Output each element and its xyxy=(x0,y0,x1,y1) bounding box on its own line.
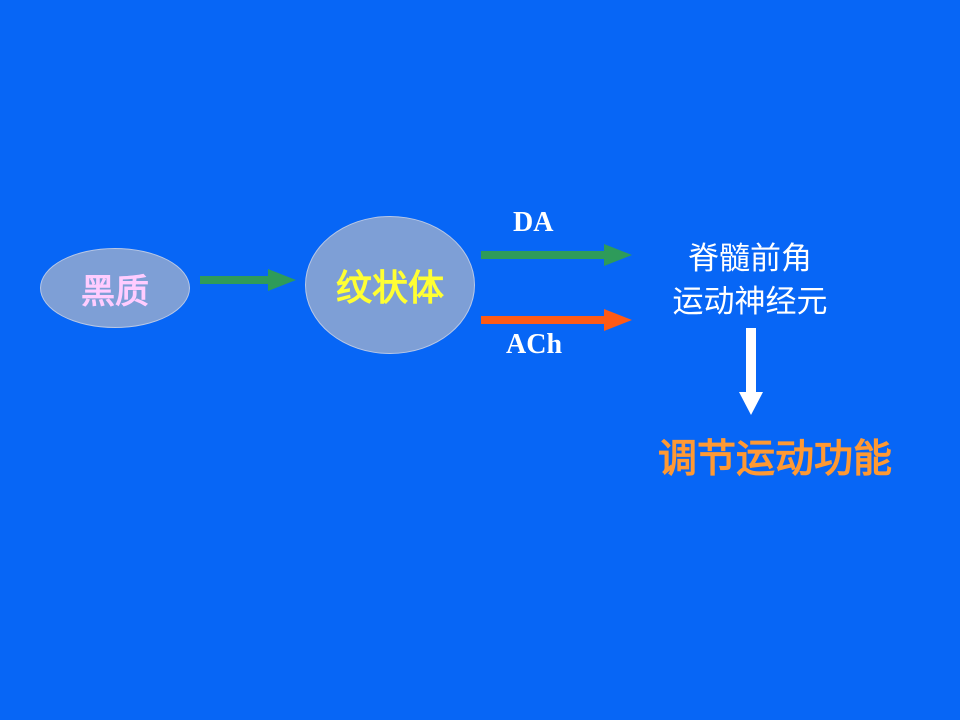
arrow-da xyxy=(481,244,632,266)
arrow-ach xyxy=(481,309,632,331)
node-striatum-label: 纹状体 xyxy=(335,268,444,309)
node-substantia-nigra-label: 黑质 xyxy=(81,271,149,312)
label-da: DA xyxy=(513,207,554,238)
node-substantia-nigra: 黑质 xyxy=(40,248,190,328)
arrow-down xyxy=(739,328,763,415)
target-line-2: 运动神经元 xyxy=(672,284,828,320)
arrow-source-to-middle xyxy=(200,269,296,291)
label-ach: ACh xyxy=(506,329,563,360)
target-spinal-motor-neuron: 脊髓前角 运动神经元 xyxy=(640,238,860,324)
node-striatum: 纹状体 xyxy=(305,216,475,354)
target-line-1: 脊髓前角 xyxy=(688,241,812,277)
result-motor-regulation: 调节运动功能 xyxy=(658,437,893,482)
